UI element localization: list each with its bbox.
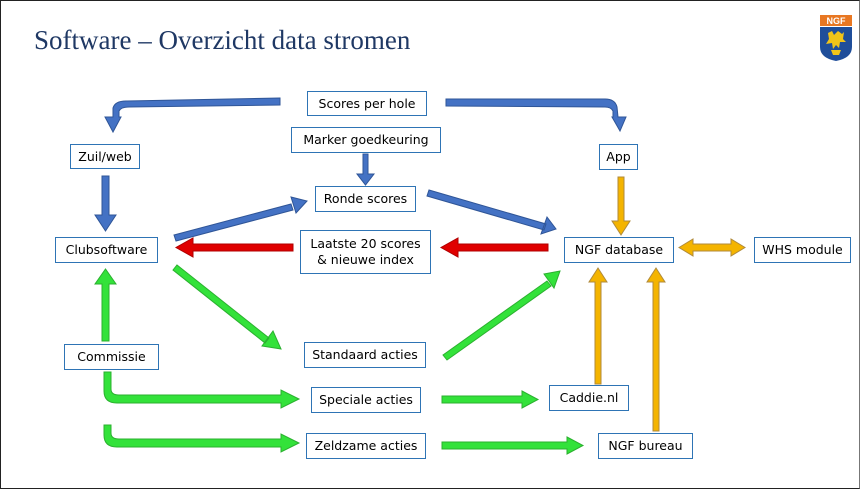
arrow-db-whs xyxy=(678,238,746,257)
node-label: Scores per hole xyxy=(318,95,416,111)
node-label: WHS module xyxy=(762,242,843,258)
node-label: Clubsoftware xyxy=(65,242,148,258)
arrow-ronde-to-db xyxy=(426,189,557,235)
arrow-scores-to-zuil xyxy=(104,97,281,134)
arrow-standaard-to-db xyxy=(442,270,561,361)
node-whs-module: WHS module xyxy=(754,237,851,263)
arrow-caddie-to-db xyxy=(588,267,608,385)
node-label: Marker goedkeuring xyxy=(303,132,429,148)
node-commissie: Commissie xyxy=(64,344,159,370)
node-label: Standaard acties xyxy=(312,347,418,363)
node-caddie-nl: Caddie.nl xyxy=(549,385,629,411)
node-label: NGF database xyxy=(574,242,664,258)
arrow-zeldzame-to-bureau xyxy=(441,436,585,455)
logo-text: NGF xyxy=(827,16,847,26)
arrow-club-to-ronde xyxy=(173,196,308,242)
arrow-zuil-to-club xyxy=(94,175,117,232)
node-speciale-acties: Speciale acties xyxy=(311,387,421,413)
arrow-club-to-standaard xyxy=(172,264,282,350)
node-label-line1: Laatste 20 scores xyxy=(310,236,421,252)
node-label: NGF bureau xyxy=(608,438,683,454)
arrow-scores-to-app xyxy=(445,98,627,133)
ngf-logo-icon: NGF xyxy=(820,15,852,61)
node-label: App xyxy=(606,149,631,165)
arrow-commissie-to-speciale xyxy=(103,371,301,409)
node-label: Commissie xyxy=(77,349,146,365)
node-label-line2: & nieuwe index xyxy=(317,252,414,267)
slide-title: Software – Overzicht data stromen xyxy=(34,25,411,55)
node-standaard-acties: Standaard acties xyxy=(304,342,426,368)
node-label: Zeldzame acties xyxy=(314,438,418,454)
node-app: App xyxy=(599,144,638,170)
arrow-commissie-to-club xyxy=(94,268,117,342)
node-label: Zuil/web xyxy=(78,148,132,164)
node-label: Ronde scores xyxy=(323,191,408,207)
node-clubsoftware: Clubsoftware xyxy=(55,237,158,263)
node-label: Speciale acties xyxy=(319,392,413,408)
node-zeldzame-acties: Zeldzame acties xyxy=(306,433,426,459)
node-label: Caddie.nl xyxy=(559,390,619,406)
arrow-laatste-to-club xyxy=(174,237,294,258)
arrow-speciale-to-caddie xyxy=(441,390,540,409)
node-scores-per-hole: Scores per hole xyxy=(307,91,427,116)
arrow-db-to-laatste xyxy=(439,237,549,258)
node-marker-goedkeuring: Marker goedkeuring xyxy=(291,127,441,153)
node-laatste-20-scores: Laatste 20 scores & nieuwe index xyxy=(300,230,431,274)
node-ngf-bureau: NGF bureau xyxy=(598,433,693,459)
arrow-bureau-to-db xyxy=(646,267,666,432)
node-ngf-database: NGF database xyxy=(564,237,674,263)
arrow-commissie-to-zeldzame xyxy=(103,424,301,453)
arrow-app-to-db xyxy=(611,176,631,236)
arrow-marker-to-ronde xyxy=(355,153,376,186)
node-ronde-scores: Ronde scores xyxy=(315,186,416,212)
node-zuil-web: Zuil/web xyxy=(70,144,140,169)
